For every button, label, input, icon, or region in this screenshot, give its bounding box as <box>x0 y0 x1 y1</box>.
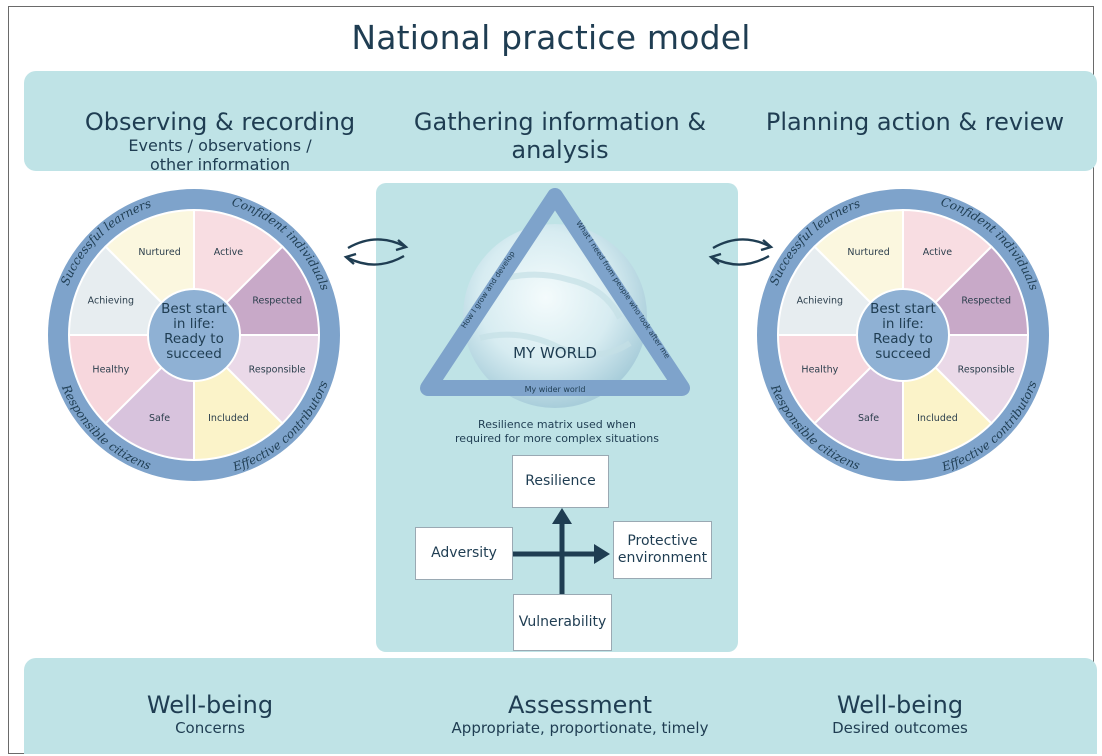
wheel-center-line: in life: <box>882 316 924 332</box>
vulnerability-box: Vulnerability <box>513 594 612 651</box>
resilience-matrix-axes <box>510 508 610 606</box>
wheel-label-included: Included <box>208 413 249 424</box>
wheel-label-nurtured: Nurtured <box>138 247 180 258</box>
footer-assessment: Assessment Appropriate, proportionate, t… <box>400 691 760 738</box>
wheel-label-included: Included <box>917 413 958 424</box>
wellbeing-concerns-title: Well-being <box>146 691 274 719</box>
wheel-center-line: succeed <box>166 346 222 362</box>
resilience-caption-2: required for more complex situations <box>455 432 659 445</box>
wellbeing-concerns-sub: Concerns <box>175 719 245 737</box>
my-world-triangle: MY WORLD My wider world How I grow and d… <box>420 188 690 408</box>
my-world-label: MY WORLD <box>513 344 597 362</box>
wheel-center-line: succeed <box>875 346 931 362</box>
header-gathering: Gathering information & analysis <box>410 108 710 164</box>
observing-title: Observing & recording <box>84 108 356 136</box>
wheel-label-achieving: Achieving <box>88 296 134 307</box>
gathering-line-2: analysis <box>511 136 609 164</box>
page-title: National practice model <box>351 18 751 57</box>
wheel-label-healthy: Healthy <box>92 364 129 375</box>
wheel-center-line: Ready to <box>873 331 933 347</box>
wheel-center-line: Best start <box>161 301 227 317</box>
wheel-label-safe: Safe <box>149 413 170 424</box>
cycle-arrows-right-icon <box>708 238 774 266</box>
wheel-center <box>147 288 241 382</box>
protective-label: Protective <box>627 533 698 549</box>
gathering-line-1: Gathering information & <box>413 108 707 136</box>
resilience-box: Resilience <box>512 455 609 508</box>
vulnerability-label: Vulnerability <box>518 614 607 630</box>
observing-sub-1: Events / observations / <box>128 136 312 155</box>
wheel-label-active: Active <box>214 247 244 258</box>
adversity-label: Adversity <box>431 545 497 561</box>
resilience-label: Resilience <box>525 473 596 489</box>
wheel-label-respected: Respected <box>961 296 1011 307</box>
observing-sub-2: other information <box>149 155 291 174</box>
wheel-label-achieving: Achieving <box>797 296 843 307</box>
cycle-arrows-left-icon <box>343 238 409 266</box>
planning-title: Planning action & review <box>765 108 1065 136</box>
wellbeing-outcomes-title: Well-being <box>836 691 964 719</box>
wheel-label-safe: Safe <box>858 413 879 424</box>
wheel-label-responsible: Responsible <box>249 364 306 375</box>
wheel-label-active: Active <box>923 247 953 258</box>
resilience-caption-1: Resilience matrix used when <box>478 418 636 431</box>
header-observing: Observing & recording Events / observati… <box>70 108 370 174</box>
wheel-label-responsible: Responsible <box>958 364 1015 375</box>
wheel-center-line: in life: <box>173 316 215 332</box>
wheel-label-nurtured: Nurtured <box>847 247 889 258</box>
header-planning: Planning action & review <box>755 108 1075 136</box>
wheel-label-respected: Respected <box>252 296 302 307</box>
resilience-caption: Resilience matrix used when required for… <box>390 418 724 446</box>
protective-environment-box: Protective environment <box>613 521 712 579</box>
my-wider-world-label: My wider world <box>525 385 586 394</box>
adversity-box: Adversity <box>415 527 513 580</box>
wheel-center <box>856 288 950 382</box>
bottom-band <box>24 658 1097 754</box>
assessment-sub: Appropriate, proportionate, timely <box>451 719 709 737</box>
wellbeing-outcomes-sub: Desired outcomes <box>832 719 968 737</box>
environment-label: environment <box>617 550 708 566</box>
wheel-center-line: Best start <box>870 301 936 317</box>
footer-wellbeing-concerns: Well-being Concerns <box>110 691 310 738</box>
top-band <box>24 71 1097 171</box>
wheel-center-line: Ready to <box>164 331 224 347</box>
assessment-title: Assessment <box>508 691 652 719</box>
wheel-label-healthy: Healthy <box>801 364 838 375</box>
footer-wellbeing-outcomes: Well-being Desired outcomes <box>770 691 1030 738</box>
